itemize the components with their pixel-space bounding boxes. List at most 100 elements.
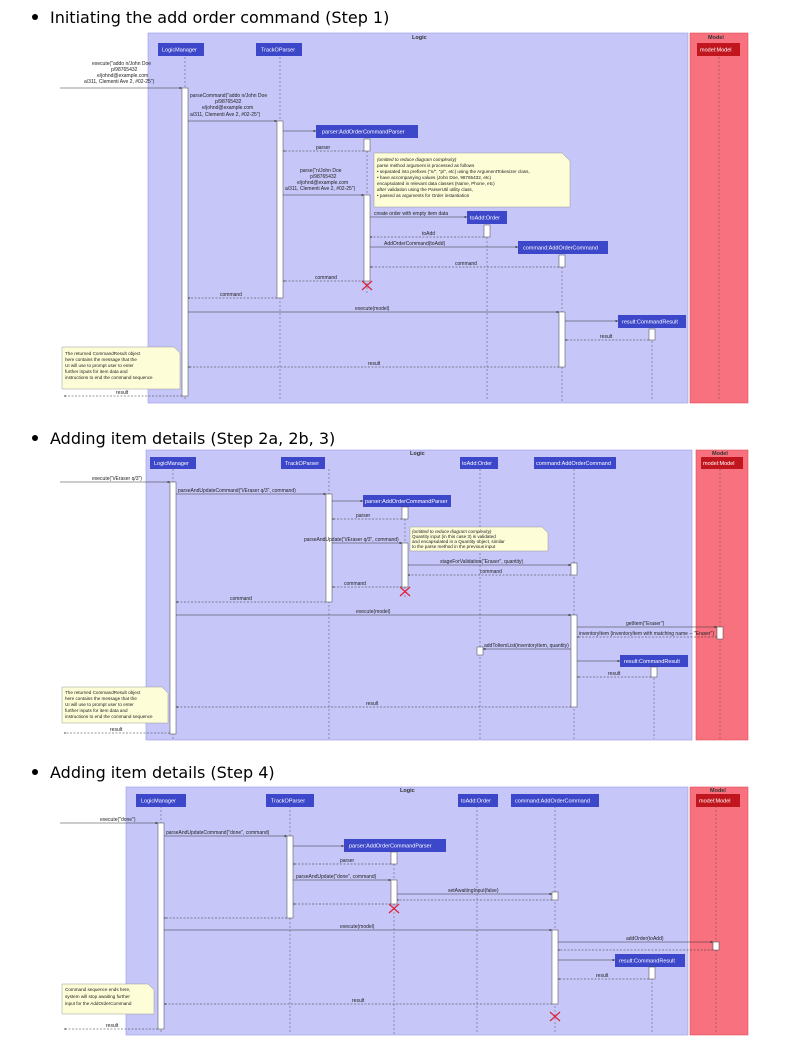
model-frame-label: Model bbox=[710, 788, 726, 794]
participant-parser bbox=[363, 495, 451, 507]
participant-result bbox=[615, 954, 685, 967]
note-parse-line-0: (omitted to reduce diagram complexity) bbox=[412, 529, 492, 534]
bullet-dot bbox=[32, 434, 38, 441]
lbl-execute-1: execute("addo n/John Doe bbox=[92, 61, 151, 67]
participant-model bbox=[697, 43, 740, 56]
activation-command-2 bbox=[551, 929, 559, 1005]
logic-frame-label: Logic bbox=[412, 35, 427, 41]
note-parse-line-1: Quantity input (in this case 3) is valid… bbox=[412, 534, 496, 539]
note-parse-line-6: • passed as arguments for Order instanti… bbox=[377, 193, 470, 198]
lbl-toadd-return: toAdd bbox=[422, 231, 435, 237]
lbl-add-to-item-list: addToItemList(inventoryItem, quantity) bbox=[484, 643, 569, 649]
activation-command-1 bbox=[570, 562, 578, 576]
note-result-line-2: UI will use to prompt user to enter bbox=[65, 363, 134, 368]
logic-frame bbox=[125, 786, 689, 1036]
participant-command bbox=[534, 457, 616, 469]
lbl-result-return-1: result bbox=[600, 334, 613, 340]
note-result bbox=[61, 686, 169, 724]
participant-result-label: result:CommandResult bbox=[622, 320, 678, 326]
model-frame bbox=[689, 786, 749, 1036]
participant-toadd bbox=[458, 794, 498, 807]
destroy-parser-icon bbox=[388, 903, 400, 914]
activation-trackoparser bbox=[276, 120, 284, 299]
note-result-line-0: The returned CommandResult object bbox=[65, 690, 141, 695]
activation-logic-manager bbox=[157, 822, 165, 1030]
lbl-stage-for-validation: stageForValidation("Eraser", quantity) bbox=[440, 559, 524, 565]
activation-parser-1 bbox=[401, 506, 409, 520]
lbl-execute: execute("done") bbox=[100, 817, 136, 823]
lbl-create-order: create order with empty item data bbox=[374, 211, 448, 217]
sequence-diagram-step-1: Logic Model LogicManager TrackOParser pa… bbox=[60, 32, 749, 404]
participant-trackoparser bbox=[281, 457, 325, 469]
lbl-parse-and-update: parseAndUpdate("done", command) bbox=[296, 874, 377, 880]
note-result bbox=[61, 983, 155, 1015]
participant-result-label: result:CommandResult bbox=[624, 659, 680, 665]
participant-trackoparser-label: TrackOParser bbox=[285, 461, 319, 467]
lbl-command-return-1: command bbox=[455, 261, 477, 267]
lbl-parse-and-update-command: parseAndUpdateCommand("done", command) bbox=[166, 830, 270, 836]
lbl-execute-2: p/98765432 bbox=[111, 67, 138, 73]
lbl-command-return-1: command bbox=[480, 569, 502, 575]
lbl-execute-model: execute(model) bbox=[355, 306, 390, 312]
activation-result bbox=[648, 966, 656, 980]
participant-trackoparser-label: TrackOParser bbox=[271, 799, 305, 805]
activation-command-2 bbox=[558, 311, 566, 368]
model-frame-label: Model bbox=[708, 35, 724, 41]
activation-model bbox=[716, 626, 724, 640]
lbl-parse-2: p/98765432 bbox=[310, 174, 337, 180]
activation-result bbox=[650, 666, 658, 678]
participant-trackoparser bbox=[256, 43, 302, 56]
note-parse-line-5: after validation using the ParserUtil ut… bbox=[377, 187, 473, 192]
participant-result bbox=[620, 655, 688, 667]
note-result-line-1: here contains the message that the bbox=[65, 357, 137, 362]
logic-frame-label: Logic bbox=[410, 451, 425, 457]
lbl-command-return-3: command bbox=[220, 292, 242, 298]
note-result-line-4: instructions to end the command sequence bbox=[65, 375, 153, 380]
lbl-parse-1: parse("n/John Doe bbox=[300, 168, 342, 174]
note-result-line-3: further inputs for item data and bbox=[65, 708, 128, 713]
sequence-diagram-step-2-3: Logic Model LogicManager TrackOParser pa… bbox=[60, 449, 749, 741]
participant-toadd-label: toAdd:Order bbox=[462, 461, 492, 467]
lbl-command-return-2: command bbox=[315, 275, 337, 281]
lbl-parse-and-update: parseAndUpdate("i/Eraser q/3", command) bbox=[304, 537, 399, 543]
note-result-line-1: system will stop awaiting further bbox=[65, 994, 130, 999]
lbl-command-return-2: command bbox=[344, 581, 366, 587]
activation-command-1 bbox=[558, 254, 566, 268]
lbl-result-return-1: result bbox=[596, 973, 609, 979]
participant-result-label: result:CommandResult bbox=[619, 959, 675, 965]
participant-toadd bbox=[467, 211, 507, 224]
participant-model bbox=[696, 794, 740, 807]
note-result bbox=[61, 346, 181, 390]
note-parse-line-3: to the parse method in the previous inpu… bbox=[412, 544, 496, 549]
participant-logic-manager-label: LogicManager bbox=[162, 48, 197, 54]
activation-parser-2 bbox=[363, 194, 371, 282]
lbl-parse-cmd-1: parseCommand("addo n/John Doe bbox=[190, 93, 267, 99]
note-parse-line-3: • have accompanying values (John Doe, 98… bbox=[377, 175, 491, 180]
lbl-parse-cmd-3: e/johnd@example.com bbox=[202, 105, 253, 111]
note-result-line-2: input for the AddOrderCommand bbox=[65, 1001, 132, 1006]
activation-trackoparser bbox=[325, 493, 333, 603]
participant-parser bbox=[316, 125, 418, 138]
note-parse bbox=[373, 152, 571, 208]
destroy-command-icon bbox=[549, 1011, 561, 1022]
activation-toadd bbox=[483, 224, 491, 238]
model-frame bbox=[695, 449, 749, 741]
participant-model-label: model:Model bbox=[699, 799, 731, 805]
lbl-add-order: addOrder(toAdd) bbox=[626, 936, 664, 942]
note-parse-line-2: and encapsulated in a Quantity object, s… bbox=[412, 539, 505, 544]
activation-trackoparser bbox=[286, 835, 294, 919]
bullet-dot bbox=[32, 13, 38, 20]
activation-result bbox=[648, 328, 656, 341]
participant-result bbox=[618, 315, 686, 328]
participant-command-label: command:AddOrderCommand bbox=[515, 799, 590, 805]
sequence-diagram-step-4: Logic Model LogicManager TrackOParser pa… bbox=[60, 786, 749, 1036]
activation-model bbox=[712, 941, 720, 951]
participant-command bbox=[518, 241, 608, 254]
note-result-line-1: here contains the message that the bbox=[65, 696, 137, 701]
participant-parser-label: parser:AddOrderCommandParser bbox=[365, 499, 448, 505]
section-2-heading-text: Adding item details (Step 2a, 2b, 3) bbox=[50, 429, 336, 448]
participant-logic-manager-label: LogicManager bbox=[141, 799, 176, 805]
activation-logic-manager bbox=[181, 87, 189, 397]
note-parse bbox=[409, 526, 549, 552]
note-result-line-2: UI will use to prompt user to enter bbox=[65, 702, 134, 707]
